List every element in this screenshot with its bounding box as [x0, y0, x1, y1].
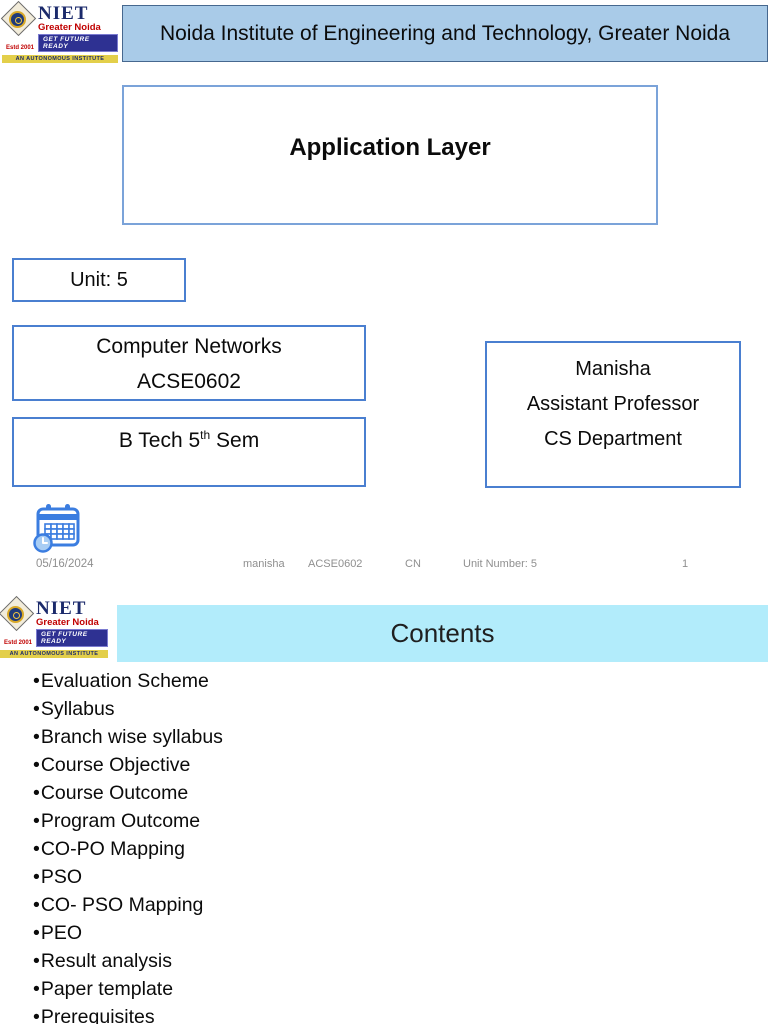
contents-list-item: •Course Objective: [33, 754, 733, 782]
bullet-marker: •: [33, 670, 40, 692]
logo-emblem-circle: [7, 606, 24, 623]
contents-item-label: Program Outcome: [40, 810, 201, 832]
footer-subject: CN: [405, 558, 421, 570]
contents-list-item: •Result analysis: [33, 950, 733, 978]
contents-item-label: Paper template: [40, 978, 174, 1000]
contents-list-item: •CO- PSO Mapping: [33, 894, 733, 922]
contents-list-item: •PSO: [33, 866, 733, 894]
bullet-marker: •: [33, 754, 40, 776]
semester-box: B Tech 5th Sem: [12, 417, 366, 487]
bullet-marker: •: [33, 1006, 40, 1024]
logo-emblem: Estd 2001: [0, 0, 38, 51]
contents-item-label: Prerequisites: [40, 1006, 155, 1024]
calendar-icon: [33, 502, 83, 559]
contents-item-label: Result analysis: [40, 950, 172, 972]
contents-list-item: •Syllabus: [33, 698, 733, 726]
logo-emblem-circle: [9, 11, 26, 28]
course-box: Computer Networks ACSE0602: [12, 325, 366, 401]
contents-list-item: •Evaluation Scheme: [33, 670, 733, 698]
bullet-marker: •: [33, 866, 40, 888]
course-code: ACSE0602: [137, 370, 241, 393]
contents-list-item: •Course Outcome: [33, 782, 733, 810]
contents-list-item: •Program Outcome: [33, 810, 733, 838]
contents-header-bar: Contents: [117, 605, 768, 662]
bullet-marker: •: [33, 978, 40, 1000]
footer-course-code: ACSE0602: [308, 558, 363, 570]
logo-strip-text: AN AUTONOMOUS INSTITUTE: [0, 649, 108, 658]
slide-date: 05/16/2024: [36, 558, 94, 570]
unit-box: Unit: 5: [12, 258, 186, 302]
logo-emblem: Estd 2001: [0, 595, 36, 646]
contents-list-item: •CO-PO Mapping: [33, 838, 733, 866]
logo-tagline-banner: GET FUTURE READY: [36, 628, 108, 647]
title-box: Application Layer: [122, 85, 658, 225]
institute-header-bar: Noida Institute of Engineering and Techn…: [122, 5, 768, 62]
contents-item-label: PEO: [40, 922, 83, 944]
contents-list: •Evaluation Scheme•Syllabus•Branch wise …: [33, 670, 733, 1024]
bullet-marker: •: [33, 698, 40, 720]
bullet-marker: •: [33, 838, 40, 860]
semester-label: B Tech 5th Sem: [118, 428, 260, 452]
bullet-marker: •: [33, 810, 40, 832]
niet-logo: Estd 2001 NIET Greater Noida GET FUTURE …: [0, 0, 118, 63]
contents-list-item: •PEO: [33, 922, 733, 950]
contents-item-label: Syllabus: [40, 698, 115, 720]
faculty-department: CS Department: [544, 428, 682, 450]
bullet-marker: •: [33, 950, 40, 972]
footer-author: manisha: [243, 558, 285, 570]
logo-name-text: NIET: [36, 598, 87, 619]
contents-item-label: Course Outcome: [40, 782, 189, 804]
contents-item-label: CO- PSO Mapping: [40, 894, 204, 916]
faculty-box: Manisha Assistant Professor CS Departmen…: [485, 341, 741, 488]
contents-item-label: Evaluation Scheme: [40, 670, 209, 692]
contents-list-item: •Prerequisites: [33, 1006, 733, 1024]
bullet-marker: •: [33, 782, 40, 804]
course-name: Computer Networks: [96, 335, 282, 358]
contents-list-item: •Branch wise syllabus: [33, 726, 733, 754]
slide-1: Estd 2001 NIET Greater Noida GET FUTURE …: [0, 0, 768, 570]
contents-list-item: •Paper template: [33, 978, 733, 1006]
niet-logo: Estd 2001 NIET Greater Noida GET FUTURE …: [0, 595, 108, 658]
slide-title: Application Layer: [289, 134, 491, 161]
logo-strip-text: AN AUTONOMOUS INSTITUTE: [2, 54, 118, 63]
unit-label: Unit: 5: [70, 268, 128, 291]
logo-name-text: NIET: [38, 3, 89, 24]
contents-item-label: PSO: [40, 866, 83, 888]
footer-unit-number: Unit Number: 5: [463, 558, 537, 570]
contents-item-label: Branch wise syllabus: [40, 726, 223, 748]
logo-tagline-banner: GET FUTURE READY: [38, 33, 118, 52]
faculty-name: Manisha: [575, 358, 651, 380]
contents-item-label: Course Objective: [40, 754, 191, 776]
footer-page-number: 1: [682, 558, 689, 570]
bullet-marker: •: [33, 894, 40, 916]
bullet-marker: •: [33, 726, 40, 748]
logo-estd-text: Estd 2001: [5, 45, 35, 51]
institute-name: Noida Institute of Engineering and Techn…: [159, 21, 731, 45]
slide-2: Estd 2001 NIET Greater Noida GET FUTURE …: [0, 595, 768, 1024]
faculty-designation: Assistant Professor: [526, 393, 700, 415]
contents-item-label: CO-PO Mapping: [40, 838, 185, 860]
logo-estd-text: Estd 2001: [3, 640, 33, 646]
contents-title: Contents: [390, 618, 495, 648]
logo-city-text: Greater Noida: [36, 617, 99, 628]
bullet-marker: •: [33, 922, 40, 944]
logo-city-text: Greater Noida: [38, 22, 101, 33]
